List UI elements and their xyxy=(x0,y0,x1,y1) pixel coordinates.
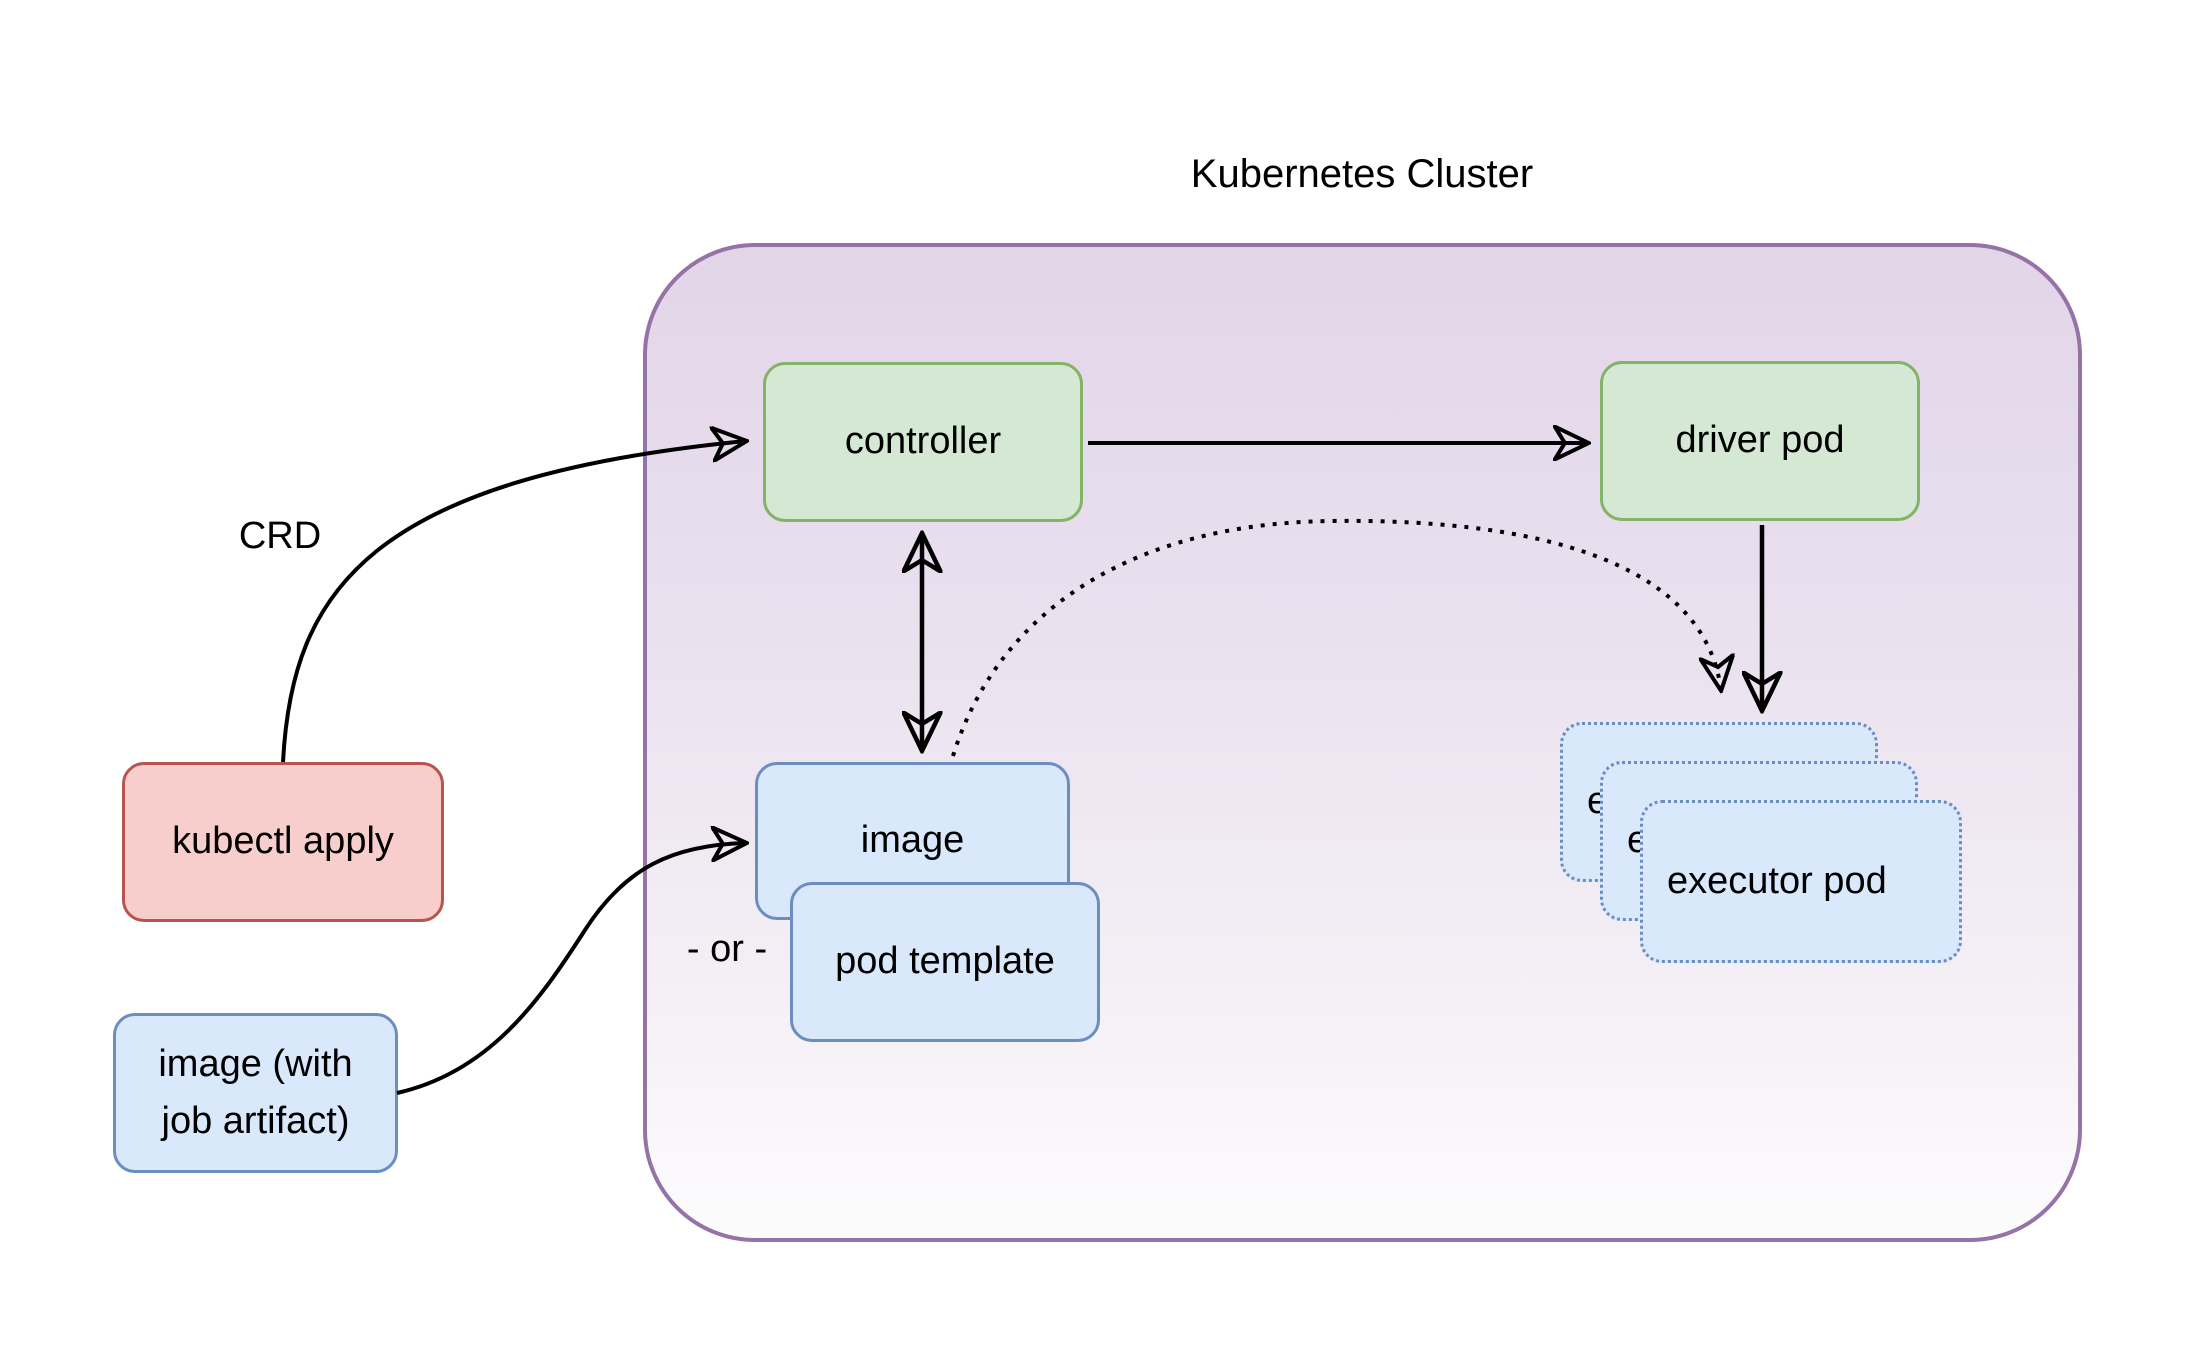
node-label: controller xyxy=(844,420,1002,463)
node-label-line1: image (with xyxy=(158,1043,353,1085)
node-executor-pod-front: executor pod xyxy=(1640,800,1962,963)
node-kubectl-apply: kubectl apply xyxy=(122,762,444,922)
edge-label-or: - or - xyxy=(686,928,768,970)
node-label-line2: job artifact) xyxy=(161,1100,350,1142)
node-pod-template: pod template xyxy=(790,882,1100,1042)
node-label: driver pod xyxy=(1675,419,1845,462)
node-label: pod template xyxy=(835,940,1055,983)
node-driver-pod: driver pod xyxy=(1600,361,1920,521)
node-label: executor pod xyxy=(1667,859,1887,902)
node-controller: controller xyxy=(763,362,1083,522)
cluster-title: Kubernetes Cluster xyxy=(1190,152,1534,196)
node-label: image xyxy=(860,819,965,862)
edge-label-crd: CRD xyxy=(238,515,322,557)
node-label: kubectl apply xyxy=(172,820,394,863)
node-image-with-job-artifact: image (with job artifact) xyxy=(113,1013,398,1173)
